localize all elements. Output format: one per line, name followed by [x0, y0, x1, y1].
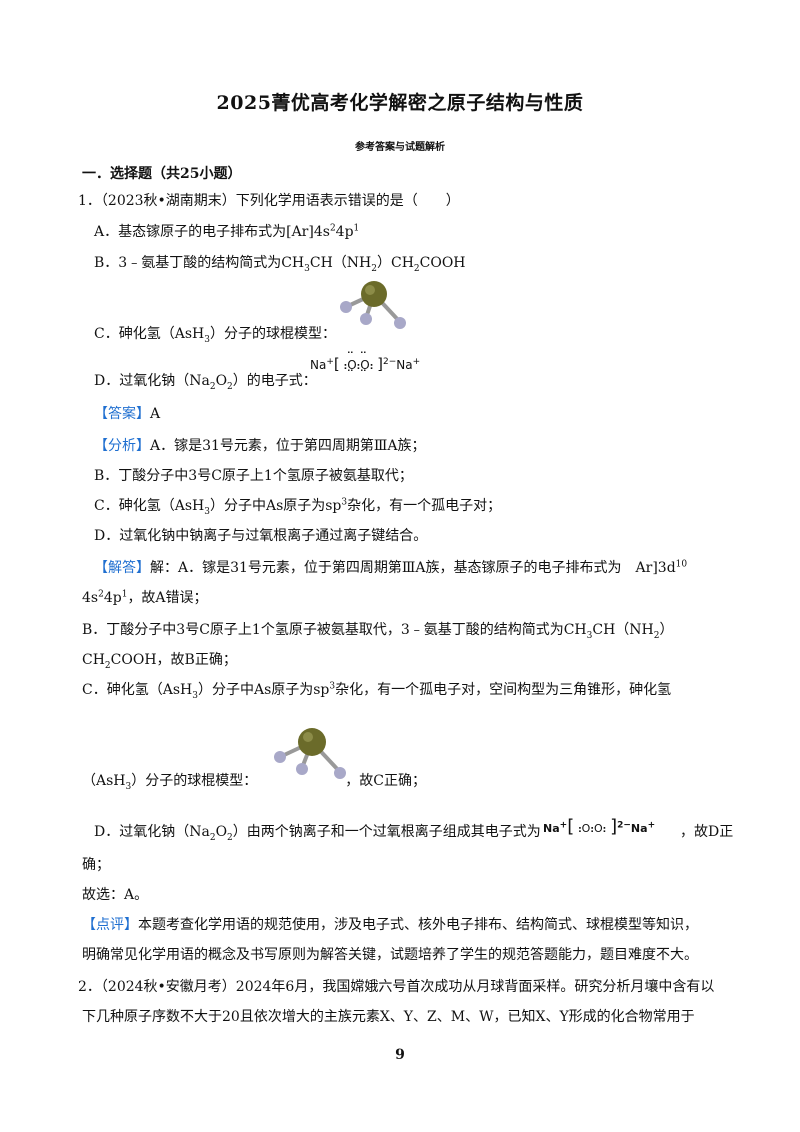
question-2-line-1: 2．（2024秋•安徽月考）2024年6月，我国嫦娥六号首次成功从月球背面采样。… [78, 979, 715, 995]
analysis-line-3: C．砷化氢（AsH3）分子中As原子为sp3杂化，有一个孤电子对； [94, 497, 502, 517]
answer-tag: 【答案】 [94, 406, 150, 422]
solution-line-8: 确； [82, 857, 110, 873]
solution-line-7: D．过氧化钠（Na2O2）由两个钠离子和一个过氧根离子组成其电子式为 [94, 824, 541, 843]
question-number: 2． [78, 979, 101, 995]
ash3-ball-stick-model-2 [274, 728, 346, 779]
analysis-line-1: 【分析】A．镓是31号元素，位于第四周期第ⅢA族； [94, 438, 426, 454]
question-2-line-2: 下几种原子序数不大于20且依次增大的主族元素X、Y、Z、M、W，已知X、Y形成的… [82, 1009, 695, 1025]
analysis-tag: 【分析】 [94, 438, 150, 454]
solution-line-3: B．丁酸分子中3号C原子上1个氢原子被氨基取代，3﹣氨基丁酸的结构简式为CH3C… [82, 622, 674, 641]
option-d: D．过氧化钠（Na2O2）的电子式： [94, 373, 317, 392]
page-number: 9 [395, 1047, 405, 1063]
analysis-line-4: D．过氧化钠中钠离子与过氧根离子通过离子键结合。 [94, 528, 428, 544]
section-heading: 一．选择题（共25小题） [82, 166, 242, 182]
comment-line-2: 明确常见化学用语的概念及书写原则为解答关键，试题培养了学生的规范答题能力，题目难… [82, 947, 698, 963]
solution-line-7-end: ，故D正 [680, 824, 734, 840]
page-title: 2025菁优高考化学解密之原子结构与性质 [216, 92, 584, 114]
solution-line-6: （AsH3）分子的球棍模型：，故C正确； [82, 773, 426, 792]
solution-line-5: C．砷化氢（AsH3）分子中As原子为sp3杂化，有一个孤电子对，空间构型为三角… [82, 681, 672, 701]
question-text: （2023秋•湖南期末）下列化学用语表示错误的是（ ） [100, 193, 460, 209]
na2o2-electron-formula: Na+[ :··O··:··O··: ]2−Na+ [310, 348, 421, 375]
comment-line-1: 【点评】本题考查化学用语的规范使用，涉及电子式、核外电子排布、结构简式、球棍模型… [82, 917, 698, 933]
ash3-ball-stick-model [340, 281, 406, 329]
option-b: B．3﹣氨基丁酸的结构简式为CH3CH（NH2）CH2COOH [94, 255, 466, 274]
analysis-line-2: B．丁酸分子中3号C原子上1个氢原子被氨基取代； [94, 468, 413, 484]
question-1-stem: 1．（2023秋•湖南期末）下列化学用语表示错误的是（ ） [78, 192, 460, 210]
answer-value: A [150, 406, 161, 422]
solution-tag: 【解答】 [94, 560, 150, 576]
solution-line-1: 【解答】解：A．镓是31号元素，位于第四周期第ⅢA族，基态镓原子的电子排布式为 … [94, 559, 688, 576]
solution-line-4: CH2COOH，故B正确； [82, 652, 237, 671]
solution-pick: 故选：A。 [82, 887, 149, 903]
page-subtitle: 参考答案与试题解析 [355, 142, 445, 153]
option-a: A．基态镓原子的电子排布式为[Ar]4s24p1 [94, 223, 360, 240]
question-number: 1． [78, 193, 101, 209]
na2o2-electron-formula-2: Na+[ :O:O: ]2−Na+ [543, 816, 656, 837]
solution-line-2: 4s24p1，故A错误； [82, 589, 208, 606]
option-c: C．砷化氢（AsH3）分子的球棍模型： [94, 326, 336, 345]
comment-tag: 【点评】 [82, 917, 138, 933]
answer-line: 【答案】A [94, 405, 160, 423]
